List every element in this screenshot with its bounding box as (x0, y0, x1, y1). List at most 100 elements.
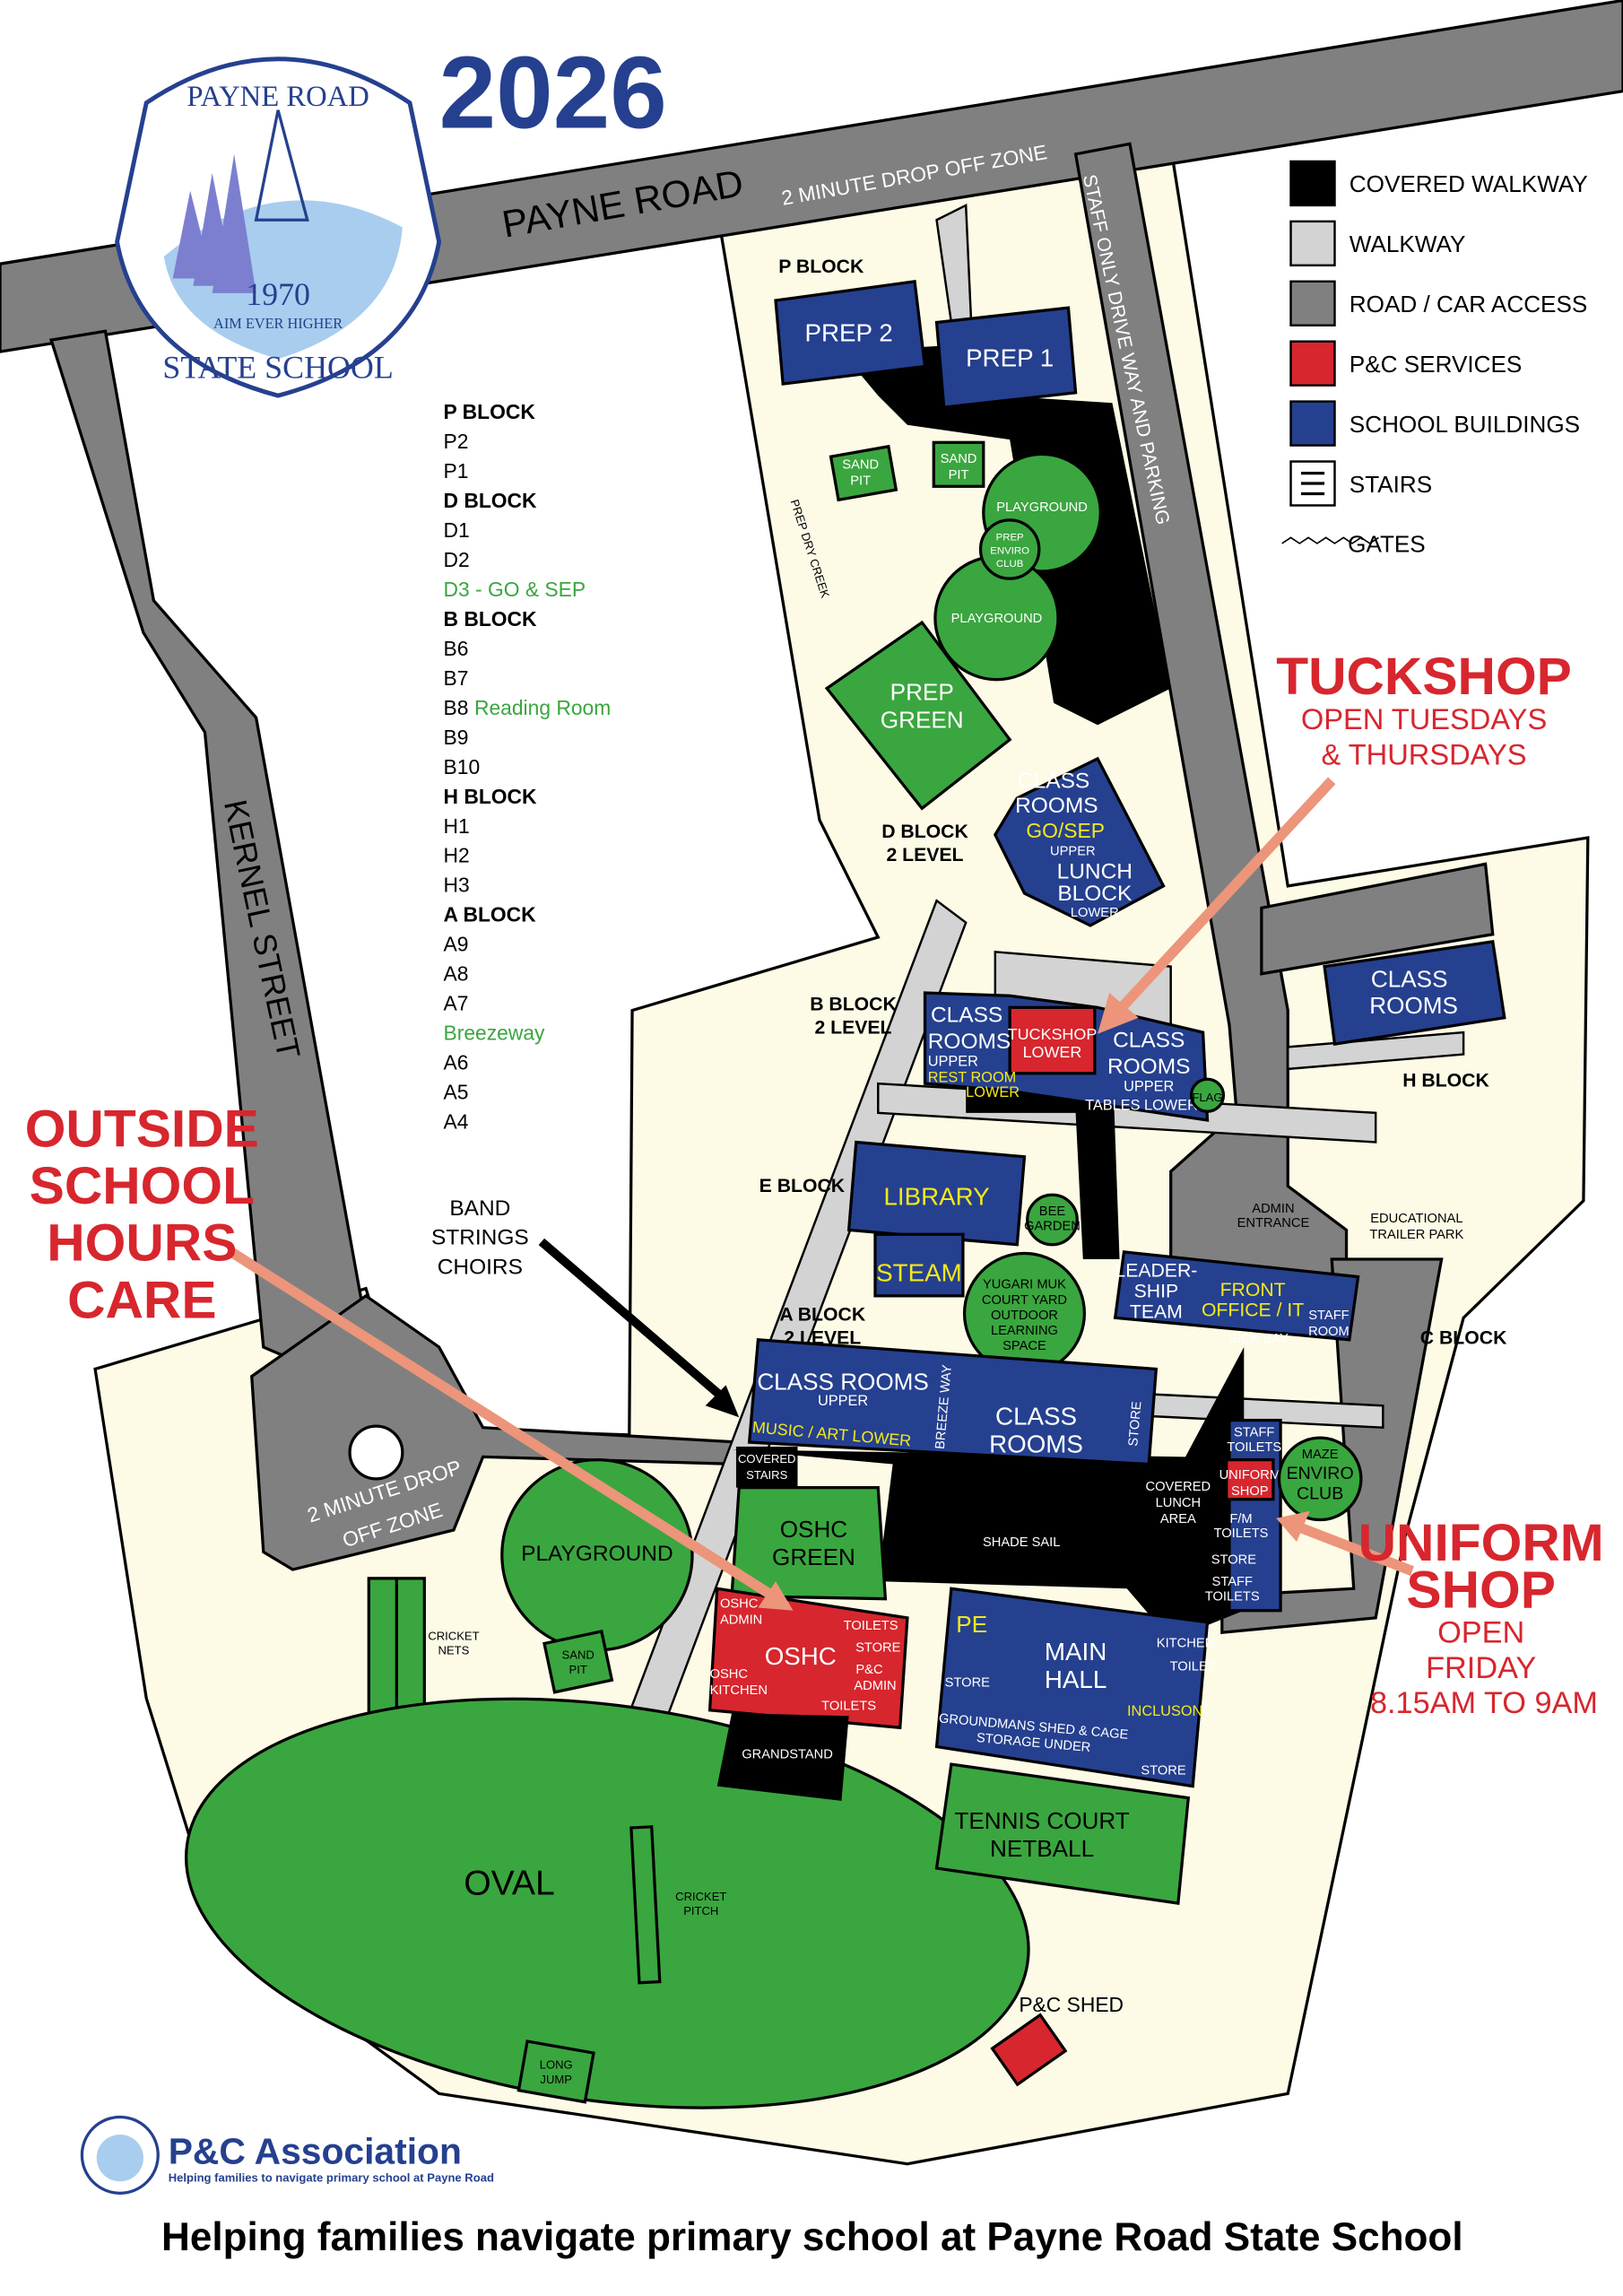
block-list-item: A7 (444, 992, 469, 1015)
sand-pit-label: SAND (842, 458, 879, 473)
map-label: STORE (1141, 1764, 1185, 1779)
map-label: B8 (444, 696, 469, 719)
block-list-item: D BLOCK (444, 489, 538, 512)
year-title: 2026 (439, 36, 667, 150)
grandstand-label: GRANDSTAND (742, 1748, 833, 1762)
block-list-item: A8 (444, 962, 469, 986)
logo-year: 1970 (246, 276, 310, 312)
map-label: PE (956, 1611, 987, 1638)
map-label: OPEN (1437, 1616, 1524, 1650)
block-list-item: A4 (444, 1109, 469, 1133)
map-label: BEE (1039, 1205, 1066, 1219)
map-label: ADMIN (1252, 1202, 1294, 1216)
gates-icon (1281, 536, 1379, 544)
map-label: CLUB (1297, 1484, 1343, 1504)
sand-pit-label: SAND (941, 452, 977, 466)
playground-label: PLAYGROUND (951, 612, 1043, 626)
map-label: H3 (444, 874, 470, 897)
prep-enviro-club (978, 518, 1041, 580)
map-label: CLASS (931, 1004, 1002, 1028)
prep-1-building (934, 306, 1078, 409)
map-label: STORE (855, 1640, 900, 1655)
yugari-label: SPACE (1002, 1339, 1046, 1353)
block-list-item: D3 - GO & SEP (444, 578, 586, 601)
map-label: STAFF (1212, 1575, 1253, 1589)
map-label: P BLOCK (444, 400, 536, 423)
map-label: STORE (1211, 1553, 1256, 1568)
sand-pit-label: PIT (850, 474, 871, 489)
map-label: P2 (444, 430, 469, 453)
d-block-label: D BLOCK (881, 822, 968, 842)
map-label: Reading Room (474, 696, 611, 719)
block-list-item: B BLOCK (444, 607, 538, 631)
map-label: TOILET (1170, 1660, 1216, 1674)
map-label: MAIN (1045, 1638, 1107, 1665)
map-label: NETBALL (990, 1835, 1094, 1862)
uniform-arrow (1293, 1520, 1415, 1577)
prep-2-label: PREP 2 (805, 319, 893, 347)
map-label: KITCHEN (1157, 1637, 1214, 1651)
tuckshop-building (1008, 1005, 1097, 1075)
map-label: D2 (444, 548, 470, 571)
block-list-item: A9 (444, 933, 469, 956)
map-label: OSHC (720, 1596, 759, 1611)
pc-association-subtitle: Helping families to navigate primary sch… (169, 2170, 494, 2184)
block-list-item: H3 (444, 874, 470, 897)
tennis-court (934, 1762, 1191, 1906)
map-label: P1 (444, 459, 469, 483)
map-label: OSHC (765, 1642, 837, 1670)
map-label: LUNCH (1057, 860, 1133, 884)
prep-green-label: GREEN (881, 707, 964, 734)
map-label: P&C (855, 1663, 883, 1677)
map-label: STORE (945, 1676, 990, 1691)
b-block-label: 2 LEVEL (815, 1018, 892, 1039)
prep-2-building (774, 279, 927, 386)
map-label: LOWER (1023, 1043, 1082, 1061)
map-label: CLASS (995, 1402, 1077, 1430)
yugari-label: OUTDOOR (991, 1309, 1058, 1323)
yugari-label: COURT YARD (982, 1293, 1067, 1308)
pc-association-title: P&C Association (169, 2131, 462, 2172)
map-label: A BLOCK (444, 903, 537, 926)
map-label: CLASS (1371, 965, 1448, 992)
map-label: SHOP (1406, 1561, 1556, 1619)
pc-shed (990, 2013, 1068, 2087)
map-label: EDUCATIONAL (1370, 1212, 1462, 1226)
map-label: HALL (1045, 1665, 1107, 1693)
library-building (846, 1140, 1027, 1247)
map-label: OUTSIDE (25, 1100, 259, 1158)
tuckshop-callout: TUCKSHOP OPEN TUESDAYS & THURSDAYS (1276, 648, 1572, 770)
h-block-building (1323, 940, 1506, 1046)
legend-label: WALKWAY (1350, 230, 1466, 257)
oshc-arrow (228, 1248, 776, 1601)
map-label: LOWER (1071, 906, 1119, 920)
map-label: H1 (444, 814, 470, 838)
map-label: ROOMS (1369, 992, 1458, 1019)
legend-label: ROAD / CAR ACCESS (1350, 291, 1588, 317)
map-label: BLOCK (1057, 882, 1133, 906)
map-label: F/M (1229, 1512, 1252, 1526)
map-label: LOWER (966, 1084, 1020, 1100)
map-label: BAND (449, 1196, 510, 1221)
leadership-label: TEAM (1130, 1301, 1183, 1322)
b-block-label: B BLOCK (810, 995, 897, 1015)
grandstand (716, 1712, 849, 1801)
map-label: SAND (562, 1648, 595, 1662)
map-label: GARDEN (1024, 1219, 1081, 1233)
flag-label: FLAG (1192, 1091, 1222, 1104)
uniform-shop-callout: UNIFORM SHOP OPEN FRIDAY 8.15AM TO 9AM (1358, 1514, 1604, 1720)
map-label: B10 (444, 755, 481, 778)
cricket-pitch (629, 1825, 662, 1985)
legend-swatch (1289, 160, 1336, 207)
uniform-shop-building (1225, 1458, 1275, 1501)
long-jump (516, 2039, 595, 2104)
map-label: ENTRANCE (1237, 1216, 1310, 1231)
map-label: CRICKET (428, 1629, 479, 1642)
block-list-item: P1 (444, 459, 469, 483)
map-label: TOILETS (844, 1619, 898, 1633)
map-label: STRINGS (431, 1226, 529, 1250)
map-label: D BLOCK (444, 489, 538, 512)
map-label: TOILETS (1205, 1589, 1260, 1604)
